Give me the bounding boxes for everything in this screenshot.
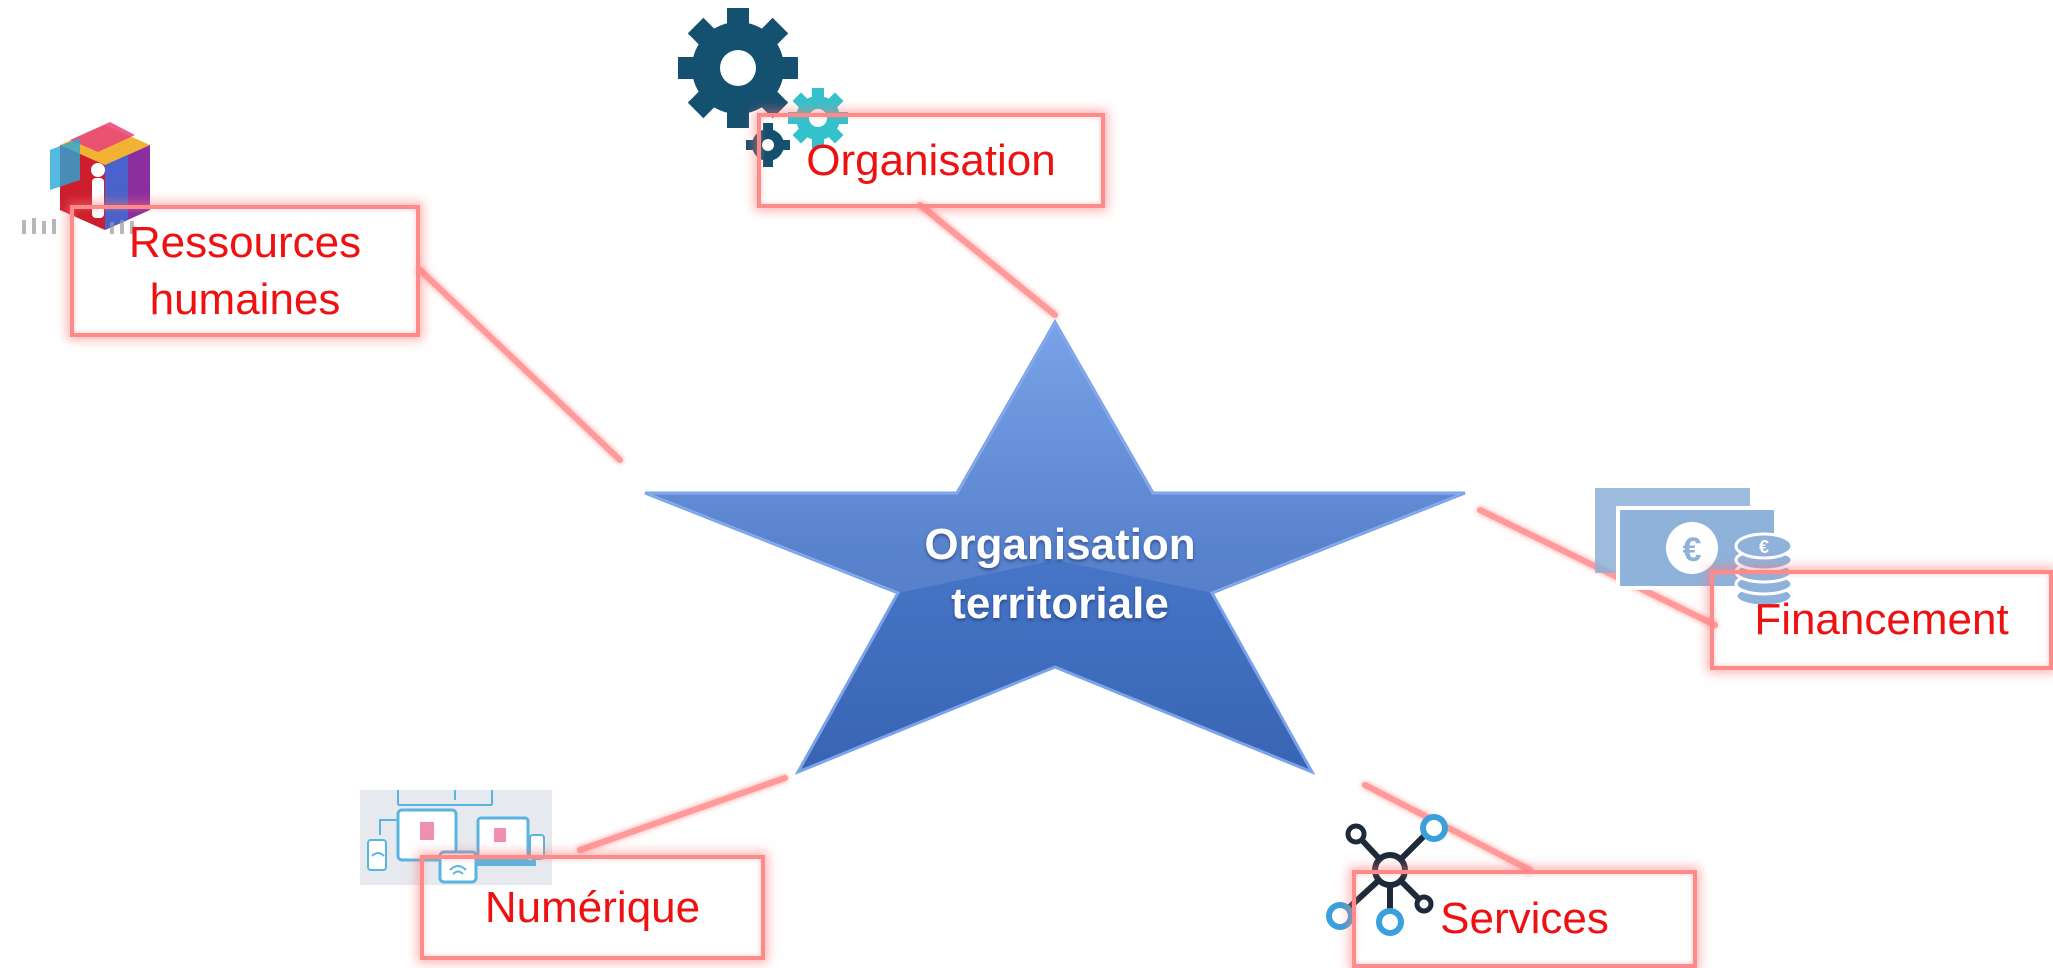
connector-org — [917, 202, 1058, 318]
node-ressources-humaines[interactable]: Ressources humaines — [70, 205, 420, 337]
node-label-num: Numérique — [484, 882, 701, 932]
node-label-rh-line2: humaines — [149, 275, 341, 324]
star-highlight — [645, 322, 1465, 593]
node-label-org: Organisation — [806, 135, 1056, 185]
node-services[interactable]: Services — [1352, 870, 1697, 968]
center-title-line2: territoriale — [951, 579, 1169, 629]
connector-num — [577, 775, 788, 853]
node-label-fin: Financement — [1754, 595, 2009, 645]
node-label-rh: Ressources humaines — [129, 214, 361, 328]
node-label-svc: Services — [1440, 894, 1609, 944]
svg-text:€: € — [1759, 537, 1769, 557]
node-numerique[interactable]: Numérique — [420, 855, 765, 960]
devices-icon — [360, 790, 552, 885]
gears-icon — [678, 8, 848, 167]
node-organisation[interactable]: Organisation — [757, 113, 1105, 208]
svg-text:€: € — [1683, 531, 1702, 569]
node-financement[interactable]: Financement — [1710, 570, 2053, 670]
connector-rh — [417, 267, 623, 463]
center-title-line1: Organisation — [924, 520, 1196, 569]
node-label-rh-line1: Ressources — [128, 217, 362, 267]
center-star — [644, 318, 1466, 776]
center-title: Organisation territoriale — [880, 515, 1240, 634]
